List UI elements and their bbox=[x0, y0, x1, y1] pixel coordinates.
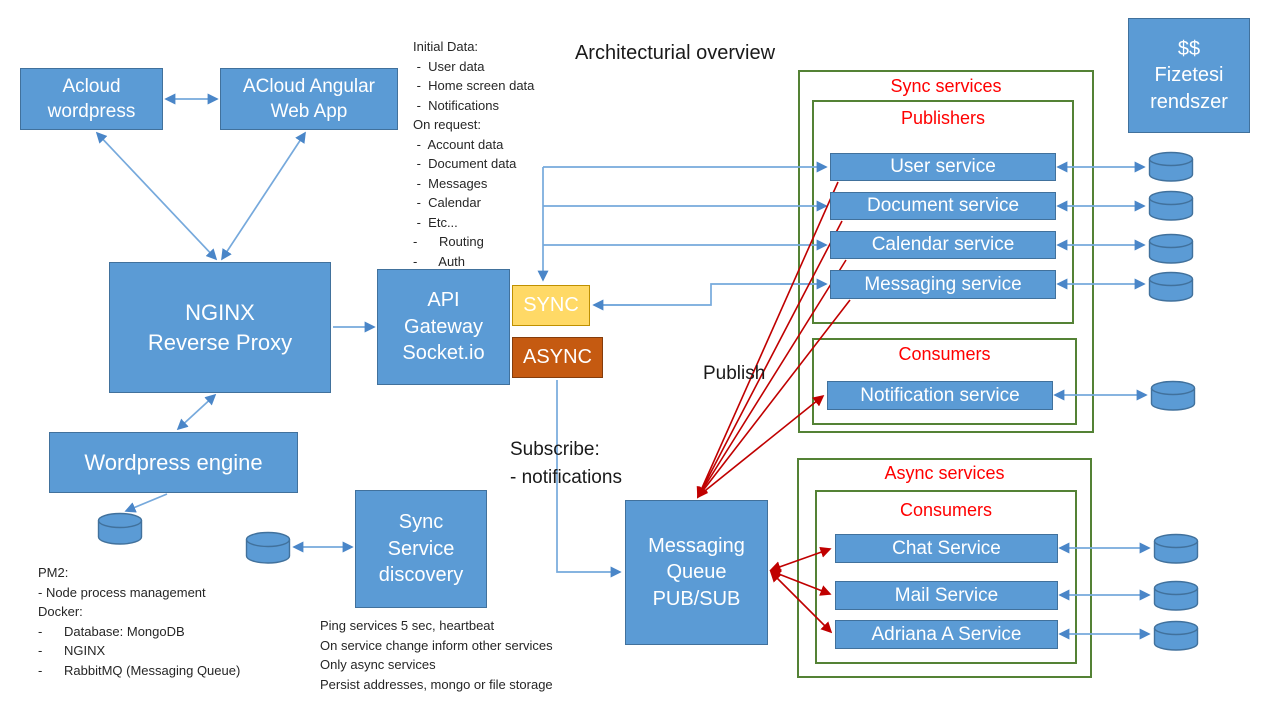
node-acloud-wordpress: Acloud wordpress bbox=[20, 68, 163, 130]
service-user: User service bbox=[830, 153, 1056, 181]
node-sync-service-discovery: Sync Service discovery bbox=[355, 490, 487, 608]
node-payment-system: $$ Fizetesi rendszer bbox=[1128, 18, 1250, 133]
service-mail: Mail Service bbox=[835, 581, 1058, 610]
service-document: Document service bbox=[830, 192, 1056, 220]
service-calendar: Calendar service bbox=[830, 231, 1056, 259]
discovery-note: Ping services 5 sec, heartbeat On servic… bbox=[320, 618, 553, 692]
database-messaging-icon bbox=[1148, 271, 1194, 302]
node-nginx-reverse-proxy: NGINX Reverse Proxy bbox=[109, 262, 331, 393]
node-api-gateway: API Gateway Socket.io bbox=[377, 269, 510, 385]
database-adriana-icon bbox=[1153, 620, 1199, 651]
publish-label: Publish bbox=[703, 363, 766, 384]
node-async: ASYNC bbox=[512, 337, 603, 378]
node-acloud-angular-web-app: ACloud Angular Web App bbox=[220, 68, 398, 130]
group-label-sync-services: Sync services bbox=[890, 76, 1002, 96]
service-chat: Chat Service bbox=[835, 534, 1058, 563]
page-title: Architecturial overview bbox=[574, 42, 776, 64]
database-user-icon bbox=[1148, 151, 1194, 182]
initial-data-note: Initial Data: - User data - Home screen … bbox=[413, 39, 535, 269]
subscribe-label: Subscribe: - notifications bbox=[510, 439, 622, 488]
database-notification-icon bbox=[1150, 380, 1196, 411]
group-label-async-services: Async services bbox=[884, 463, 1005, 483]
arrow-angular-nginx bbox=[221, 131, 306, 261]
group-label-async-consumers: Consumers bbox=[899, 500, 993, 520]
group-label-sync-consumers: Consumers bbox=[898, 344, 991, 364]
group-label-publishers: Publishers bbox=[900, 108, 986, 128]
service-messaging: Messaging service bbox=[830, 270, 1056, 299]
pm2-docker-note: PM2: - Node process management Docker: -… bbox=[38, 565, 241, 678]
arrow-nginx-wpengine bbox=[176, 393, 217, 431]
service-adriana: Adriana A Service bbox=[835, 620, 1058, 649]
service-notification: Notification service bbox=[827, 381, 1053, 410]
database-discovery-icon bbox=[245, 531, 291, 564]
database-document-icon bbox=[1148, 190, 1194, 221]
database-mail-icon bbox=[1153, 580, 1199, 611]
database-chat-icon bbox=[1153, 533, 1199, 564]
node-messaging-queue: Messaging Queue PUB/SUB bbox=[625, 500, 768, 645]
arrow-wpengine-db bbox=[124, 493, 168, 513]
node-sync: SYNC bbox=[512, 285, 590, 326]
database-wordpress-icon bbox=[97, 512, 143, 545]
arrow-wordpress-nginx bbox=[95, 131, 218, 261]
node-wordpress-engine: Wordpress engine bbox=[49, 432, 298, 493]
arrow-sync-messaging-line bbox=[594, 283, 826, 306]
database-calendar-icon bbox=[1148, 233, 1194, 264]
